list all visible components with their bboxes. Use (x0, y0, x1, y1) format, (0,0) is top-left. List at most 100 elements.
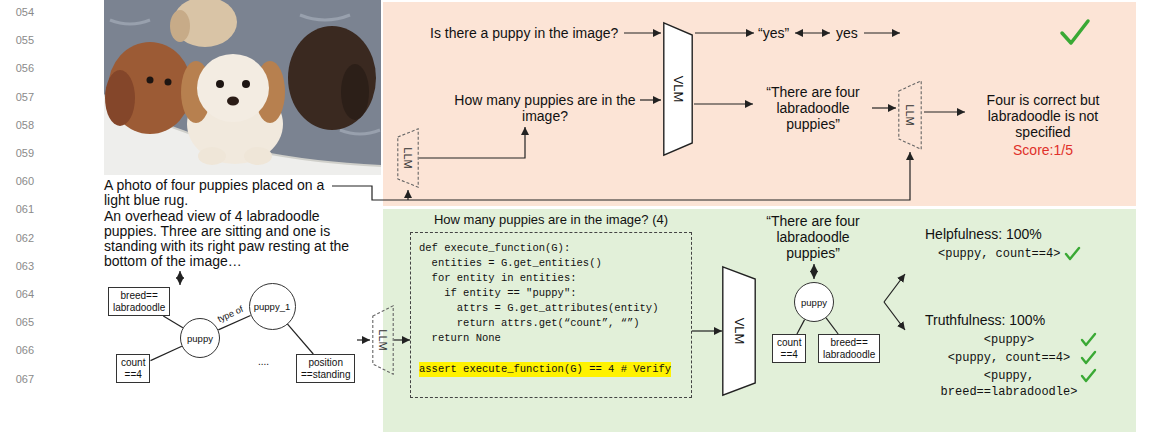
flow-arrow (694, 103, 753, 104)
ellipsis: .... (258, 356, 269, 368)
baseline-panel (383, 2, 1136, 206)
judge-feedback: Four is correct but labradoodle is not s… (968, 92, 1118, 140)
image-caption: A photo of four puppies placed on a ligh… (104, 178, 344, 207)
attribute-text: position ==standing (301, 357, 350, 380)
match-arrow (795, 32, 830, 33)
puppy-paw (198, 147, 226, 165)
code-line: entities = G.get_entities() (419, 256, 683, 271)
edge-label: type of (215, 304, 246, 326)
entity-name: puppy_1 (254, 301, 290, 312)
line-number: 055 (4, 34, 34, 47)
code-box: How many puppies are in the image? (4) de… (410, 212, 692, 398)
attribute-box: breed== labradoodle (818, 334, 880, 363)
connector (163, 316, 183, 328)
graph-entity-circle: puppy (180, 318, 220, 358)
line-number: 067 (4, 373, 34, 386)
attribute-box: position ==standing (296, 354, 355, 383)
trapezoid-outline (723, 267, 755, 395)
code-frame: def execute_function(G): entities = G.ge… (410, 232, 692, 398)
check-mark (1082, 370, 1095, 381)
model-trapezoid: VLM (722, 266, 756, 396)
metric-score: Truthfulness: 100% (925, 312, 1045, 328)
code-line: if entity == "puppy": (419, 286, 683, 301)
entity-name: puppy (801, 297, 827, 308)
model-trapezoid: LLM (372, 305, 394, 375)
fork-arrow (884, 274, 905, 302)
attribute-box: breed== labradoodle (108, 287, 170, 316)
judge-score: Score:1/5 (968, 142, 1118, 158)
front-puppy-head (197, 54, 269, 122)
check-mark (1082, 334, 1095, 345)
line-number: 059 (4, 147, 34, 160)
check-mark (1066, 248, 1079, 259)
puppy-ear (170, 10, 190, 42)
puppy-ear (105, 70, 135, 126)
method-panel (383, 209, 1136, 432)
flow-arrow (864, 32, 900, 33)
line-number: 058 (4, 119, 34, 132)
vlm-answer: “yes” (758, 25, 789, 41)
model-name: VLM (732, 318, 746, 345)
line-number: 060 (4, 175, 34, 188)
puppy-eye (216, 80, 224, 88)
graph-tuple: <puppy> (938, 332, 1080, 348)
line-number: 054 (4, 6, 34, 19)
line-number: 061 (4, 203, 34, 216)
puppy-ear (341, 64, 369, 120)
attribute-box: count ==4 (772, 334, 806, 363)
rug (104, 0, 381, 175)
line-number: 056 (4, 62, 34, 75)
connector (394, 339, 410, 340)
attribute-text: breed== labradoodle (823, 337, 875, 360)
flow-arrow (419, 127, 525, 158)
dense-caption: An overhead view of 4 labradoodle puppie… (104, 209, 376, 269)
vlm-answer: “There are four labradoodle puppies” (757, 213, 869, 261)
puppy-eye (165, 79, 172, 86)
checkmarks (1062, 21, 1095, 381)
flow-arrow (357, 339, 370, 340)
question: Is there a puppy in the image? (430, 25, 618, 41)
verify-line: assert execute_function(G) == 4 # Verify (419, 362, 671, 377)
trapezoid-outline (373, 306, 393, 374)
trapezoid-outline (899, 81, 921, 149)
model-name: LLM (904, 104, 916, 125)
code-line: attrs = G.get_attributes(entity) (419, 301, 683, 316)
code-line: for entity in entities: (419, 271, 683, 286)
attribute-text: breed== labradoodle (113, 290, 165, 313)
graph-tuple: <puppy, breed==labradoodle> (938, 368, 1080, 400)
line-number: 065 (4, 316, 34, 329)
model-name: LLM (377, 329, 389, 350)
attribute-text: count ==4 (777, 337, 801, 360)
model-trapezoid: VLM (663, 22, 693, 156)
connector (797, 320, 805, 334)
line-number: 064 (4, 288, 34, 301)
trapezoid-outline (664, 23, 692, 155)
line-number: 062 (4, 232, 34, 245)
puppy-eye (242, 80, 250, 88)
connector (150, 346, 181, 360)
flow-arrow (624, 32, 661, 33)
puppy-eye (147, 77, 154, 84)
connector (826, 318, 838, 334)
model-trapezoid: LLM (397, 128, 419, 188)
fork-arrow (884, 302, 905, 330)
graph-entity-circle: puppy_1 (249, 283, 296, 330)
attribute-text: count ==4 (121, 357, 145, 380)
question: How many puppies are in the image? (440, 92, 650, 124)
line-number: 063 (4, 260, 34, 273)
connector (287, 324, 313, 354)
flow-arrow (695, 32, 754, 33)
flow-arrow (924, 111, 965, 112)
model-trapezoid: LLM (898, 80, 922, 150)
code-heading: How many puppies are in the image? (4) (410, 212, 692, 228)
trapezoid-outline (398, 129, 418, 187)
parsed-answer: yes (836, 25, 858, 41)
flow-arrow (872, 107, 896, 108)
entity-name: puppy (187, 333, 213, 344)
attribute-box: count ==4 (116, 354, 150, 383)
dark-puppy (288, 26, 376, 130)
line-number: 066 (4, 344, 34, 357)
model-name: LLM (402, 147, 414, 168)
